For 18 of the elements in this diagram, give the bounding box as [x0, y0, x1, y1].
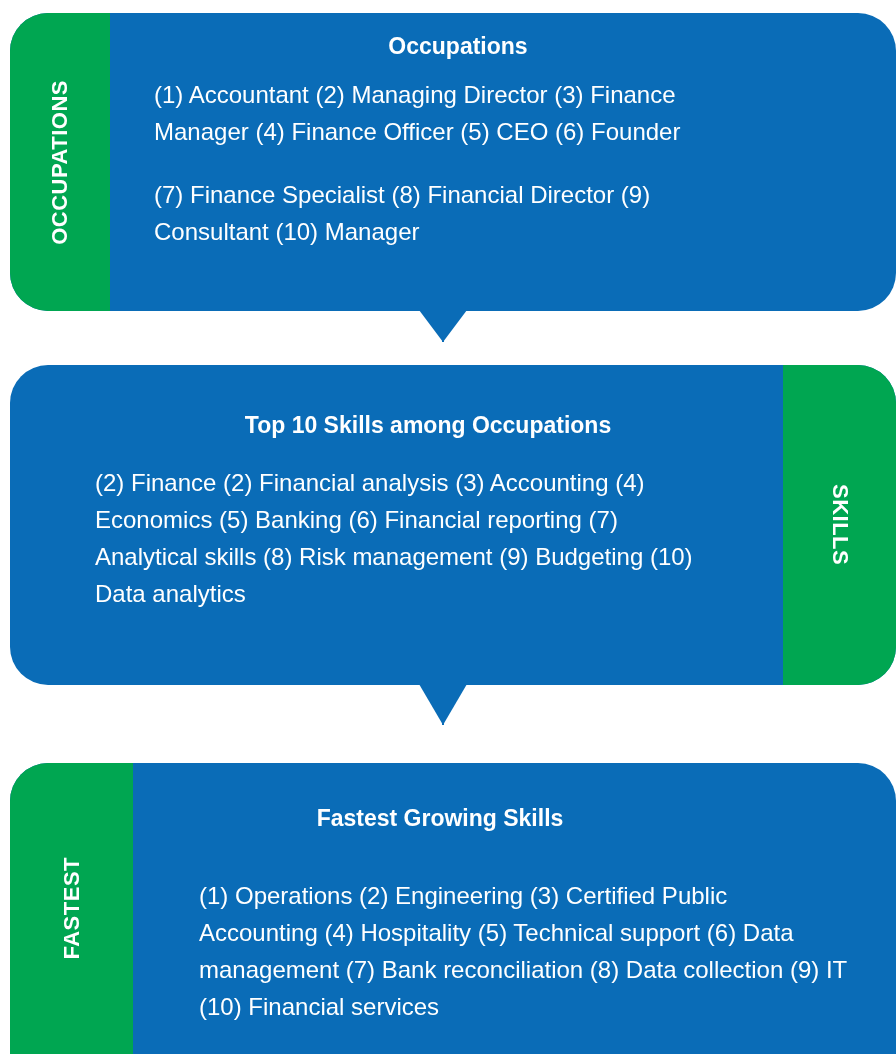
callout-panel [10, 13, 896, 311]
panel-text: (1) Accountant (2) Managing Director (3) Finance Manager (4) Finance Officer (5) CEO (6) Founder [154, 80, 682, 147]
callout-panel [10, 365, 896, 685]
side-tab [783, 365, 896, 685]
callout-panel [10, 763, 896, 1054]
panel-heading: Top 10 Skills among Occupations [243, 411, 613, 440]
tab-label: SKILLS [826, 484, 853, 566]
side-tab [10, 763, 133, 1054]
side-tab [10, 13, 110, 311]
tab-label: OCCUPATIONS [47, 79, 73, 245]
panel-text: (2) Finance (2) Financial analysis (3) Accounting (4) Economics (5) Banking (6) Financial reporting (7) Analytical skills (8) Risk management (9) Budgeting (10) Data analytics [95, 468, 694, 609]
panel-text: (7) Finance Specialist (8) Financial Director (9) Consultant (10) Manager [154, 180, 652, 247]
panel-text: (1) Operations (2) Engineering (3) Certified Public Accounting (4) Hospitality (5) Technical support (6) Data management (7) Bank reconciliation (8) Data collection (9) IT (10) Financial services [199, 881, 848, 1022]
panel-heading: Fastest Growing Skills [315, 804, 565, 833]
pointer-arrow [419, 683, 467, 726]
panel-heading: Occupations [387, 32, 529, 61]
pointer-arrow [419, 309, 467, 343]
tab-label: FASTEST [58, 857, 85, 960]
